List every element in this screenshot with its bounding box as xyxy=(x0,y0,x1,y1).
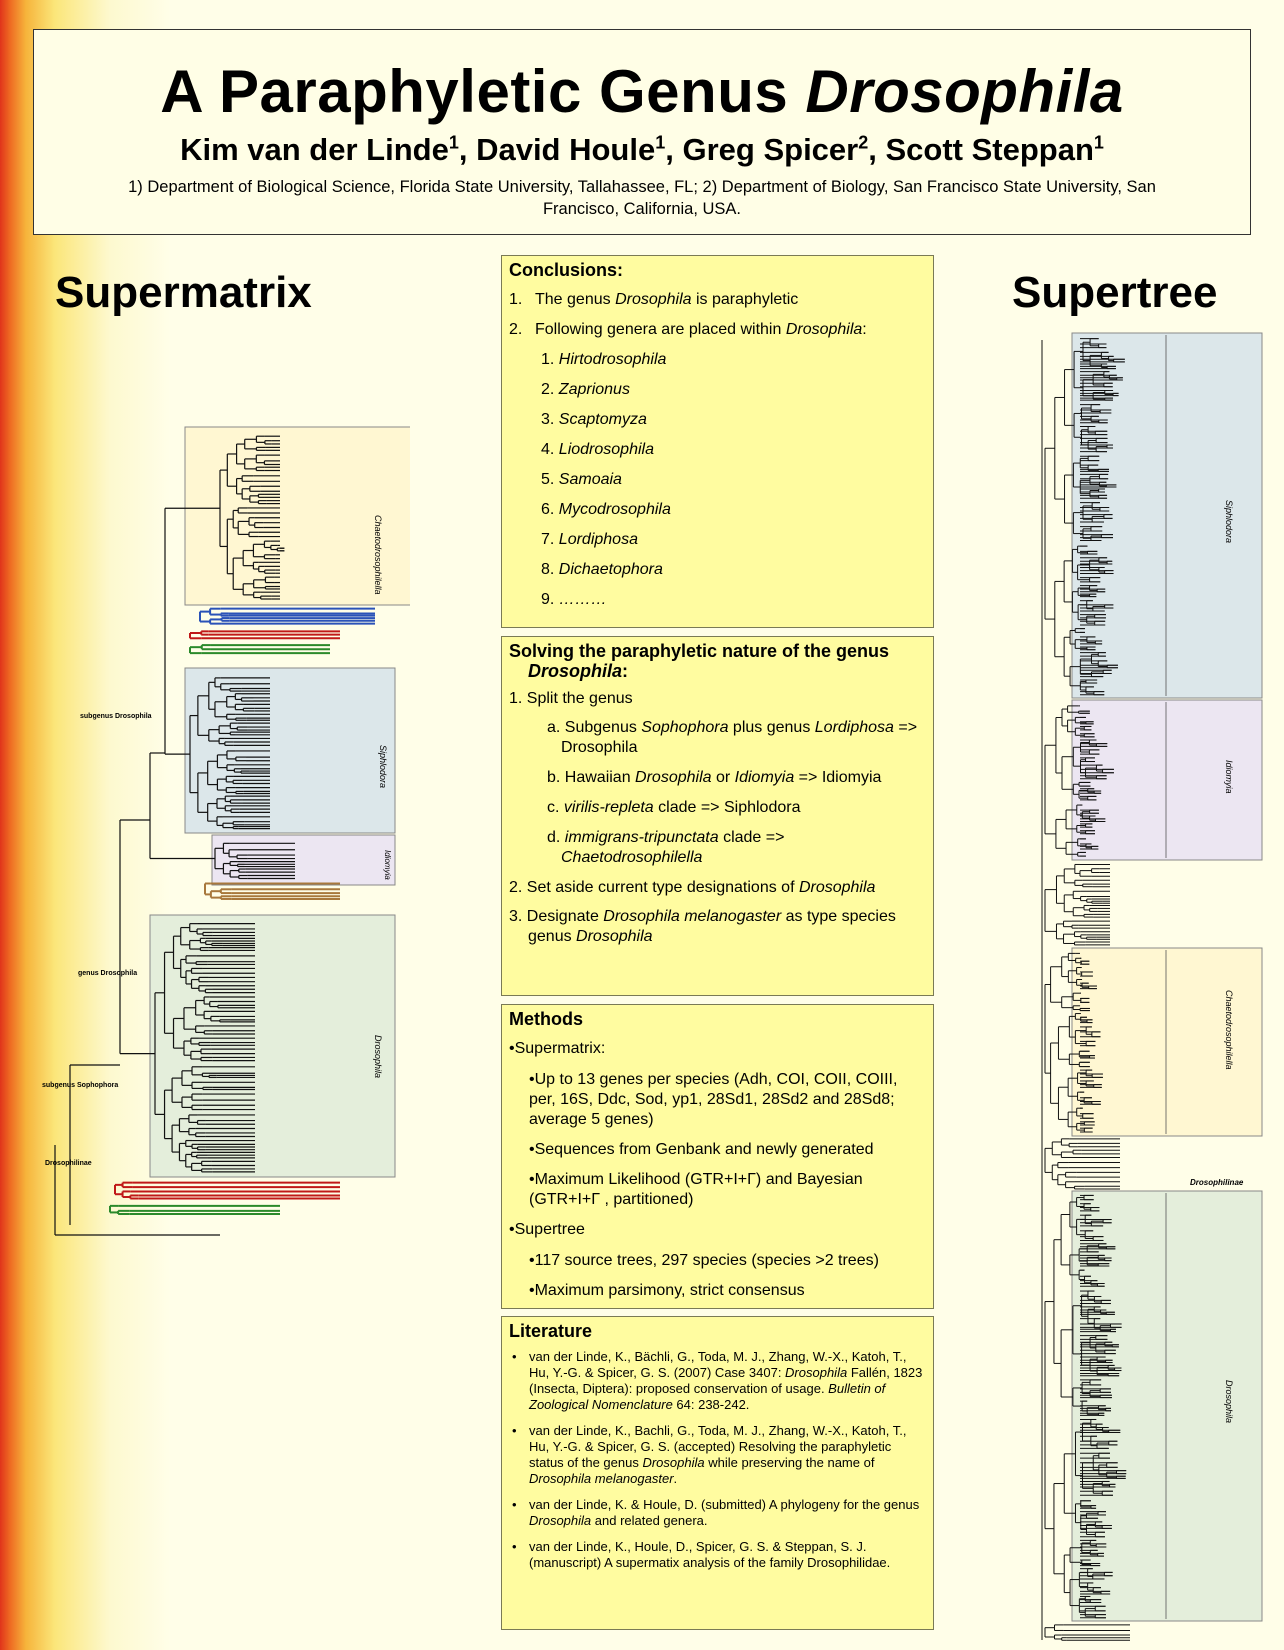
reference-1: van der Linde, K., Bächli, G., Toda, M. … xyxy=(509,1349,926,1413)
solving-title: Solving the paraphyletic nature of the g… xyxy=(509,641,890,681)
conclusion-1: 1.The genus Drosophila is paraphyletic xyxy=(509,291,799,308)
poster-title: A Paraphyletic Genus Drosophila xyxy=(160,58,1124,125)
genus-item: 1. Hirtodrosophila xyxy=(541,351,667,368)
st-label-4: Drosophila xyxy=(1224,1380,1234,1423)
solving-step-d: d. immigrans-tripunctata clade => Chaeto… xyxy=(547,829,785,866)
solving-step-1: 1. Split the genus xyxy=(509,690,633,707)
clade-box-siphlodora xyxy=(184,667,396,834)
tree-branches xyxy=(54,435,295,1236)
genus-item: 6. Mycodrosophila xyxy=(541,501,671,518)
genus-item: 7. Lordiphosa xyxy=(541,531,638,548)
st-label-1: Siphlodora xyxy=(1224,500,1234,543)
st-box-chaetodrosophilella xyxy=(1071,947,1263,1137)
supertree-heading: Supertree xyxy=(1012,268,1218,317)
clade-box-idiomyia xyxy=(211,834,396,886)
st-label-3: Chaetodrosophilella xyxy=(1224,990,1234,1070)
genus-item: 2. Zaprionus xyxy=(541,381,630,398)
node-label-subgenus: subgenus Drosophila xyxy=(80,713,152,720)
genus-item: 8. Dichaetophora xyxy=(541,561,663,578)
methods-sm-3: •Maximum Likelihood (GTR+I+Γ) and Bayesi… xyxy=(529,1171,863,1208)
st-branches xyxy=(1041,338,1130,1641)
st-label-mid: Drosophilinae xyxy=(1190,1178,1244,1187)
methods-supertree: •Supertree xyxy=(509,1221,585,1238)
clade-label-1: Chaetodrosophilella xyxy=(373,515,383,595)
supertree-tree-svg: Siphlodora Idiomyia Chaetodrosophilella … xyxy=(1041,332,1263,1641)
solving-box: Solving the paraphyletic nature of the g… xyxy=(501,636,934,996)
colored-branches xyxy=(109,607,375,1215)
genus-item: 9. ……… xyxy=(541,591,607,608)
methods-supermatrix: •Supermatrix: xyxy=(509,1040,606,1057)
clade-label-2: Siphlodora xyxy=(378,745,388,788)
methods-sm-1: •Up to 13 genes per species (Adh, COI, C… xyxy=(529,1071,898,1128)
title-box: A Paraphyletic Genus Drosophila Kim van … xyxy=(33,29,1251,235)
supermatrix-heading: Supermatrix xyxy=(55,268,312,317)
reference-4: van der Linde, K., Houle, D., Spicer, G.… xyxy=(509,1539,926,1571)
methods-box: Methods •Supermatrix: •Up to 13 genes pe… xyxy=(501,1004,934,1309)
solving-step-b: b. Hawaiian Drosophila or Idiomyia => Id… xyxy=(547,769,882,786)
clade-box-drosophila xyxy=(149,914,396,1178)
clade-label-3: Idiomyia xyxy=(383,850,392,880)
st-box-idiomyia xyxy=(1071,699,1263,861)
clade-label-4: Drosophila xyxy=(373,1035,383,1078)
supermatrix-tree-svg: Chaetodrosophilella Siphlodora Idiomyia … xyxy=(42,426,436,1236)
genus-item: 4. Liodrosophila xyxy=(541,441,654,458)
conclusions-box: Conclusions: 1.The genus Drosophila is p… xyxy=(501,255,934,628)
solving-step-2: 2. Set aside current type designations o… xyxy=(509,879,876,896)
supermatrix-tree: Chaetodrosophilella Siphlodora Idiomyia … xyxy=(40,425,436,1245)
supertree-tree: Siphlodora Idiomyia Chaetodrosophilella … xyxy=(1040,330,1280,1645)
methods-sm-2: •Sequences from Genbank and newly genera… xyxy=(529,1141,874,1158)
methods-title: Methods xyxy=(509,1009,583,1029)
solving-step-c: c. virilis-repleta clade => Siphlodora xyxy=(547,799,801,816)
methods-st-2: •Maximum parsimony, strict consensus xyxy=(529,1282,805,1299)
genus-item: 5. Samoaia xyxy=(541,471,622,488)
solving-step-3: 3. Designate Drosophila melanogaster as … xyxy=(509,908,896,945)
reference-2: van der Linde, K., Bachli, G., Toda, M. … xyxy=(509,1423,926,1487)
author-list: Kim van der Linde1, David Houle1, Greg S… xyxy=(180,132,1104,167)
node-label-drosophilinae: Drosophilinae xyxy=(45,1160,92,1167)
affiliations: 1) Department of Biological Science, Flo… xyxy=(128,178,1156,218)
node-label-genus: genus Drosophila xyxy=(78,970,137,977)
methods-st-1: •117 source trees, 297 species (species … xyxy=(529,1252,879,1269)
st-label-2: Idiomyia xyxy=(1224,760,1234,794)
genus-item: 3. Scaptomyza xyxy=(541,411,647,428)
conclusion-2: 2.Following genera are placed within Dro… xyxy=(509,321,867,338)
literature-title: Literature xyxy=(509,1321,593,1341)
clade-box-chaetodrosophilella xyxy=(184,426,436,606)
node-label-sophophora: subgenus Sophophora xyxy=(42,1082,118,1089)
literature-box: Literature van der Linde, K., Bächli, G.… xyxy=(501,1316,934,1630)
reference-3: van der Linde, K. & Houle, D. (submitted… xyxy=(509,1497,926,1529)
solving-step-a: a. Subgenus Sophophora plus genus Lordip… xyxy=(547,719,918,756)
conclusions-title: Conclusions: xyxy=(509,260,624,280)
